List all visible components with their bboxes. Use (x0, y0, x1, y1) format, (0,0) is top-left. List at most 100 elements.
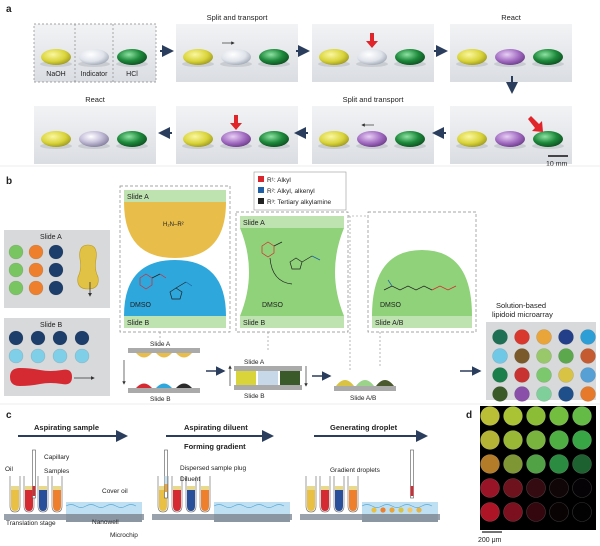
label-diluent: Diluent (180, 476, 200, 483)
panel-c-schematics (4, 449, 440, 522)
sample-liquid (201, 490, 209, 511)
slide-a-label: Slide A (40, 234, 62, 241)
label-capillary: Capillary (44, 454, 70, 461)
droplet-rim (572, 478, 592, 498)
capillary (164, 449, 168, 499)
sample-liquid (307, 490, 315, 511)
microarray-droplet-grid (492, 329, 596, 402)
capillary (32, 449, 36, 499)
zoom2-slide-a (240, 216, 344, 228)
step3-slide-ab-label: Slide A/B (350, 395, 376, 402)
oil-layer (321, 486, 329, 490)
panel-d-letter: d (466, 410, 472, 421)
gradient-droplet (416, 507, 422, 513)
step1-slide-a-label: Slide A (150, 341, 171, 348)
fluorescent-droplet (503, 454, 523, 474)
gradient-droplet (380, 507, 386, 513)
step-forming-gradient: Forming gradient (184, 442, 246, 451)
droplet (457, 49, 487, 65)
gradient-droplet (389, 507, 395, 513)
fluorescent-droplet (503, 478, 523, 498)
fluorescent-droplet (549, 406, 569, 426)
slide-a-droplet-grid (8, 244, 64, 296)
fluorescent-droplet (526, 502, 546, 522)
droplet (41, 49, 71, 65)
gradient-droplet (371, 507, 377, 513)
sample-liquid (25, 490, 33, 511)
gradient-droplet (398, 507, 404, 513)
step2-slide-b-label: Slide B (244, 393, 265, 400)
droplet (259, 49, 289, 65)
droplet (52, 330, 68, 346)
droplet (28, 262, 44, 278)
fluorescent-droplet (572, 406, 592, 426)
droplet (492, 348, 508, 364)
droplet (8, 330, 24, 346)
droplet (79, 131, 109, 147)
droplet (558, 329, 574, 345)
zoom3-molecule (383, 279, 457, 291)
droplet (514, 386, 530, 402)
zoom1-dmso: DMSO (130, 302, 152, 309)
droplet (183, 131, 213, 147)
oil-layer (173, 486, 181, 490)
zoom1-slide-a (124, 190, 226, 202)
step-title: React (501, 13, 522, 22)
sample-liquid (11, 490, 19, 511)
sample-plug (32, 486, 36, 496)
droplet-rim (572, 454, 592, 474)
red-arrow-icon (366, 33, 378, 48)
red-arrow-icon (230, 115, 242, 130)
microchip (214, 514, 290, 522)
step-title: Split and transport (343, 95, 405, 104)
legend-r3: R³: Tertiary alkylamine (267, 199, 332, 206)
step-title: Split and transport (207, 13, 269, 22)
zoom1-slide-b-label: Slide B (127, 320, 150, 327)
droplet (259, 131, 289, 147)
zoom3-slide-ab (372, 316, 472, 328)
zoom1-slide-a-label: Slide A (127, 194, 149, 201)
droplet (536, 348, 552, 364)
sample-liquid (321, 490, 329, 511)
droplet (580, 386, 596, 402)
droplet (357, 131, 387, 147)
sample-liquid (349, 490, 357, 511)
droplet-rim (526, 454, 546, 474)
droplet-rim (503, 502, 523, 522)
droplet-rim (503, 430, 523, 450)
fluorescent-droplet (526, 454, 546, 474)
droplet-rim (503, 454, 523, 474)
fluorescent-droplet (526, 478, 546, 498)
fluorescent-droplet (480, 430, 500, 450)
sample-liquid (187, 490, 195, 511)
zoom2-slide-b-label: Slide B (243, 320, 266, 327)
droplet (514, 329, 530, 345)
droplet (8, 280, 24, 296)
sandwich-step-2: Slide A Slide B (228, 359, 308, 400)
droplet-rim (549, 430, 569, 450)
droplet (580, 367, 596, 383)
microarray-label-2: lipidoid microarray (492, 310, 553, 319)
droplet (41, 131, 71, 147)
panel-a-letter: a (6, 4, 12, 15)
droplet (8, 244, 24, 260)
legend-r1: R¹: Alkyl (267, 177, 291, 184)
droplet (183, 49, 213, 65)
fluorescent-droplet (526, 430, 546, 450)
droplet (492, 329, 508, 345)
fluorescent-droplet (480, 478, 500, 498)
label-microchip: Microchip (110, 532, 138, 539)
droplet (48, 262, 64, 278)
zoom1-molecule (139, 273, 193, 300)
droplet (457, 131, 487, 147)
zoom1-slide-b (124, 316, 226, 328)
sample-liquid (173, 490, 181, 511)
step-title: React (85, 95, 106, 104)
droplet (52, 348, 68, 364)
droplet (558, 367, 574, 383)
fluorescent-droplet (572, 454, 592, 474)
droplet-rim (480, 430, 500, 450)
oil-layer (159, 486, 167, 490)
droplet (395, 131, 425, 147)
legend-r2: R²: Alkyl, alkenyl (267, 188, 315, 195)
